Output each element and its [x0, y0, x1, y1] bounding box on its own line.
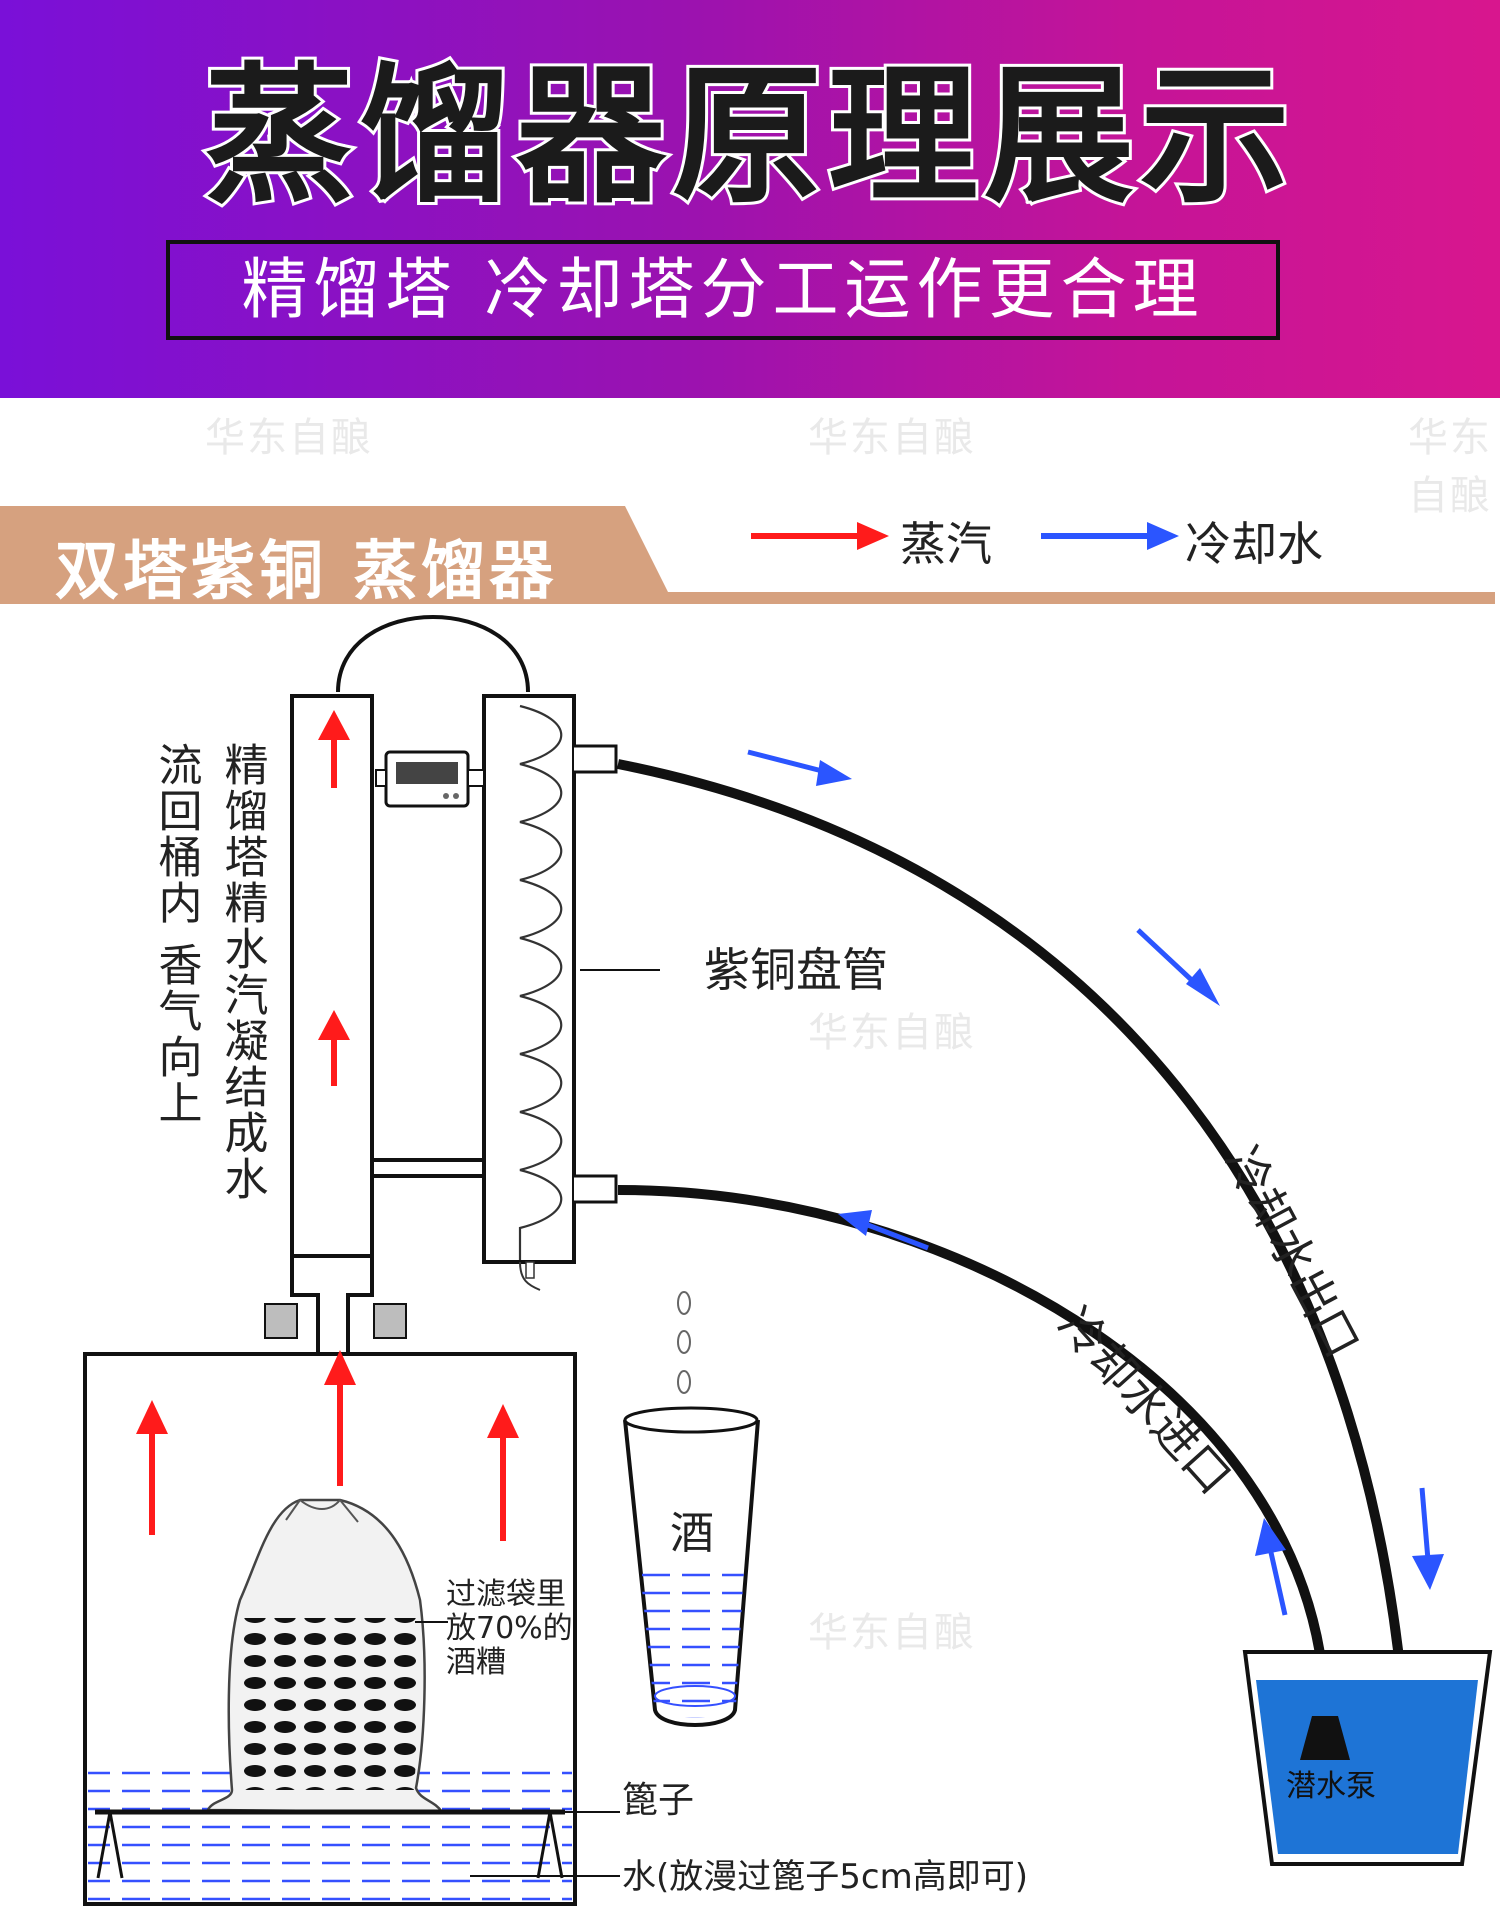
section-title: 双塔紫铜 蒸馏器 — [55, 535, 558, 609]
cooling-flow-arrow — [1255, 1518, 1288, 1616]
pump-label: 潜水泵 — [1286, 1769, 1376, 1804]
submersible-pump — [1300, 1716, 1350, 1760]
steam-legend-arrow — [751, 522, 889, 550]
steam-arrow — [318, 710, 350, 788]
page-title: 蒸馏器原理展示 — [201, 47, 1296, 227]
cooling-water-legend-arrow — [1041, 522, 1179, 550]
cooling-flow-arrow — [747, 749, 852, 786]
steam-arrow — [487, 1404, 519, 1541]
watermark: 华东自酿 — [808, 1010, 976, 1056]
inlet-label: 冷却水进口 — [1048, 1297, 1242, 1504]
column-flange-right — [373, 1303, 407, 1339]
basket-label: 篦子 — [622, 1780, 694, 1821]
glass-liquid — [640, 1570, 744, 1718]
column-neck — [290, 1256, 374, 1352]
inlet-hose — [617, 1185, 1330, 1701]
rectification-column — [290, 694, 374, 1258]
steam-arrow — [324, 1350, 356, 1486]
copper-coil — [518, 704, 563, 1260]
steam-arrow — [136, 1400, 168, 1535]
droplet — [677, 1370, 691, 1394]
watermark: 华东自酿 — [808, 1610, 976, 1656]
outlet-label: 冷却水出口 — [1214, 1138, 1370, 1366]
header-banner — [0, 0, 1500, 398]
watermark: 华东自酿 — [1408, 415, 1492, 519]
liquor-label: 酒 — [670, 1508, 714, 1559]
cooling-flow-arrow — [1136, 928, 1220, 1006]
water-label: 水(放漫过篦子5cm高即可) — [622, 1857, 1028, 1897]
column-description: 精馏塔精水汽凝结成水 — [217, 742, 268, 1202]
legend-label-steam: 蒸汽 — [900, 517, 992, 571]
droplet — [677, 1291, 691, 1315]
copper-coil-label: 紫铜盘管 — [704, 943, 888, 997]
droplet — [677, 1330, 691, 1354]
cooling-flow-arrow — [838, 1210, 929, 1251]
steam-arrow — [318, 1010, 350, 1086]
connecting-pipe — [336, 615, 530, 693]
column-description-2: 流回桶内 香气向上 — [151, 742, 202, 1126]
watermark: 华东自酿 — [205, 415, 373, 461]
filter-bag-label-1: 过滤袋里 — [446, 1577, 566, 1612]
outlet-hose — [617, 759, 1415, 1816]
cooling-flow-arrow — [1412, 1487, 1444, 1590]
legend-label-cooling-water: 冷却水 — [1185, 517, 1323, 571]
watermark: 华东自酿 — [808, 415, 976, 461]
filter-bag-label-2: 放70%的 — [446, 1611, 573, 1646]
filter-bag-grains — [236, 1618, 420, 1790]
section-header-bar — [0, 506, 1495, 604]
page-subtitle: 精馏塔 冷却塔分工运作更合理 — [241, 251, 1205, 328]
subtitle-box: 精馏塔 冷却塔分工运作更合理 — [166, 240, 1280, 340]
filter-bag-label-3: 酒糟 — [446, 1645, 506, 1680]
column-flange-left — [264, 1303, 298, 1339]
